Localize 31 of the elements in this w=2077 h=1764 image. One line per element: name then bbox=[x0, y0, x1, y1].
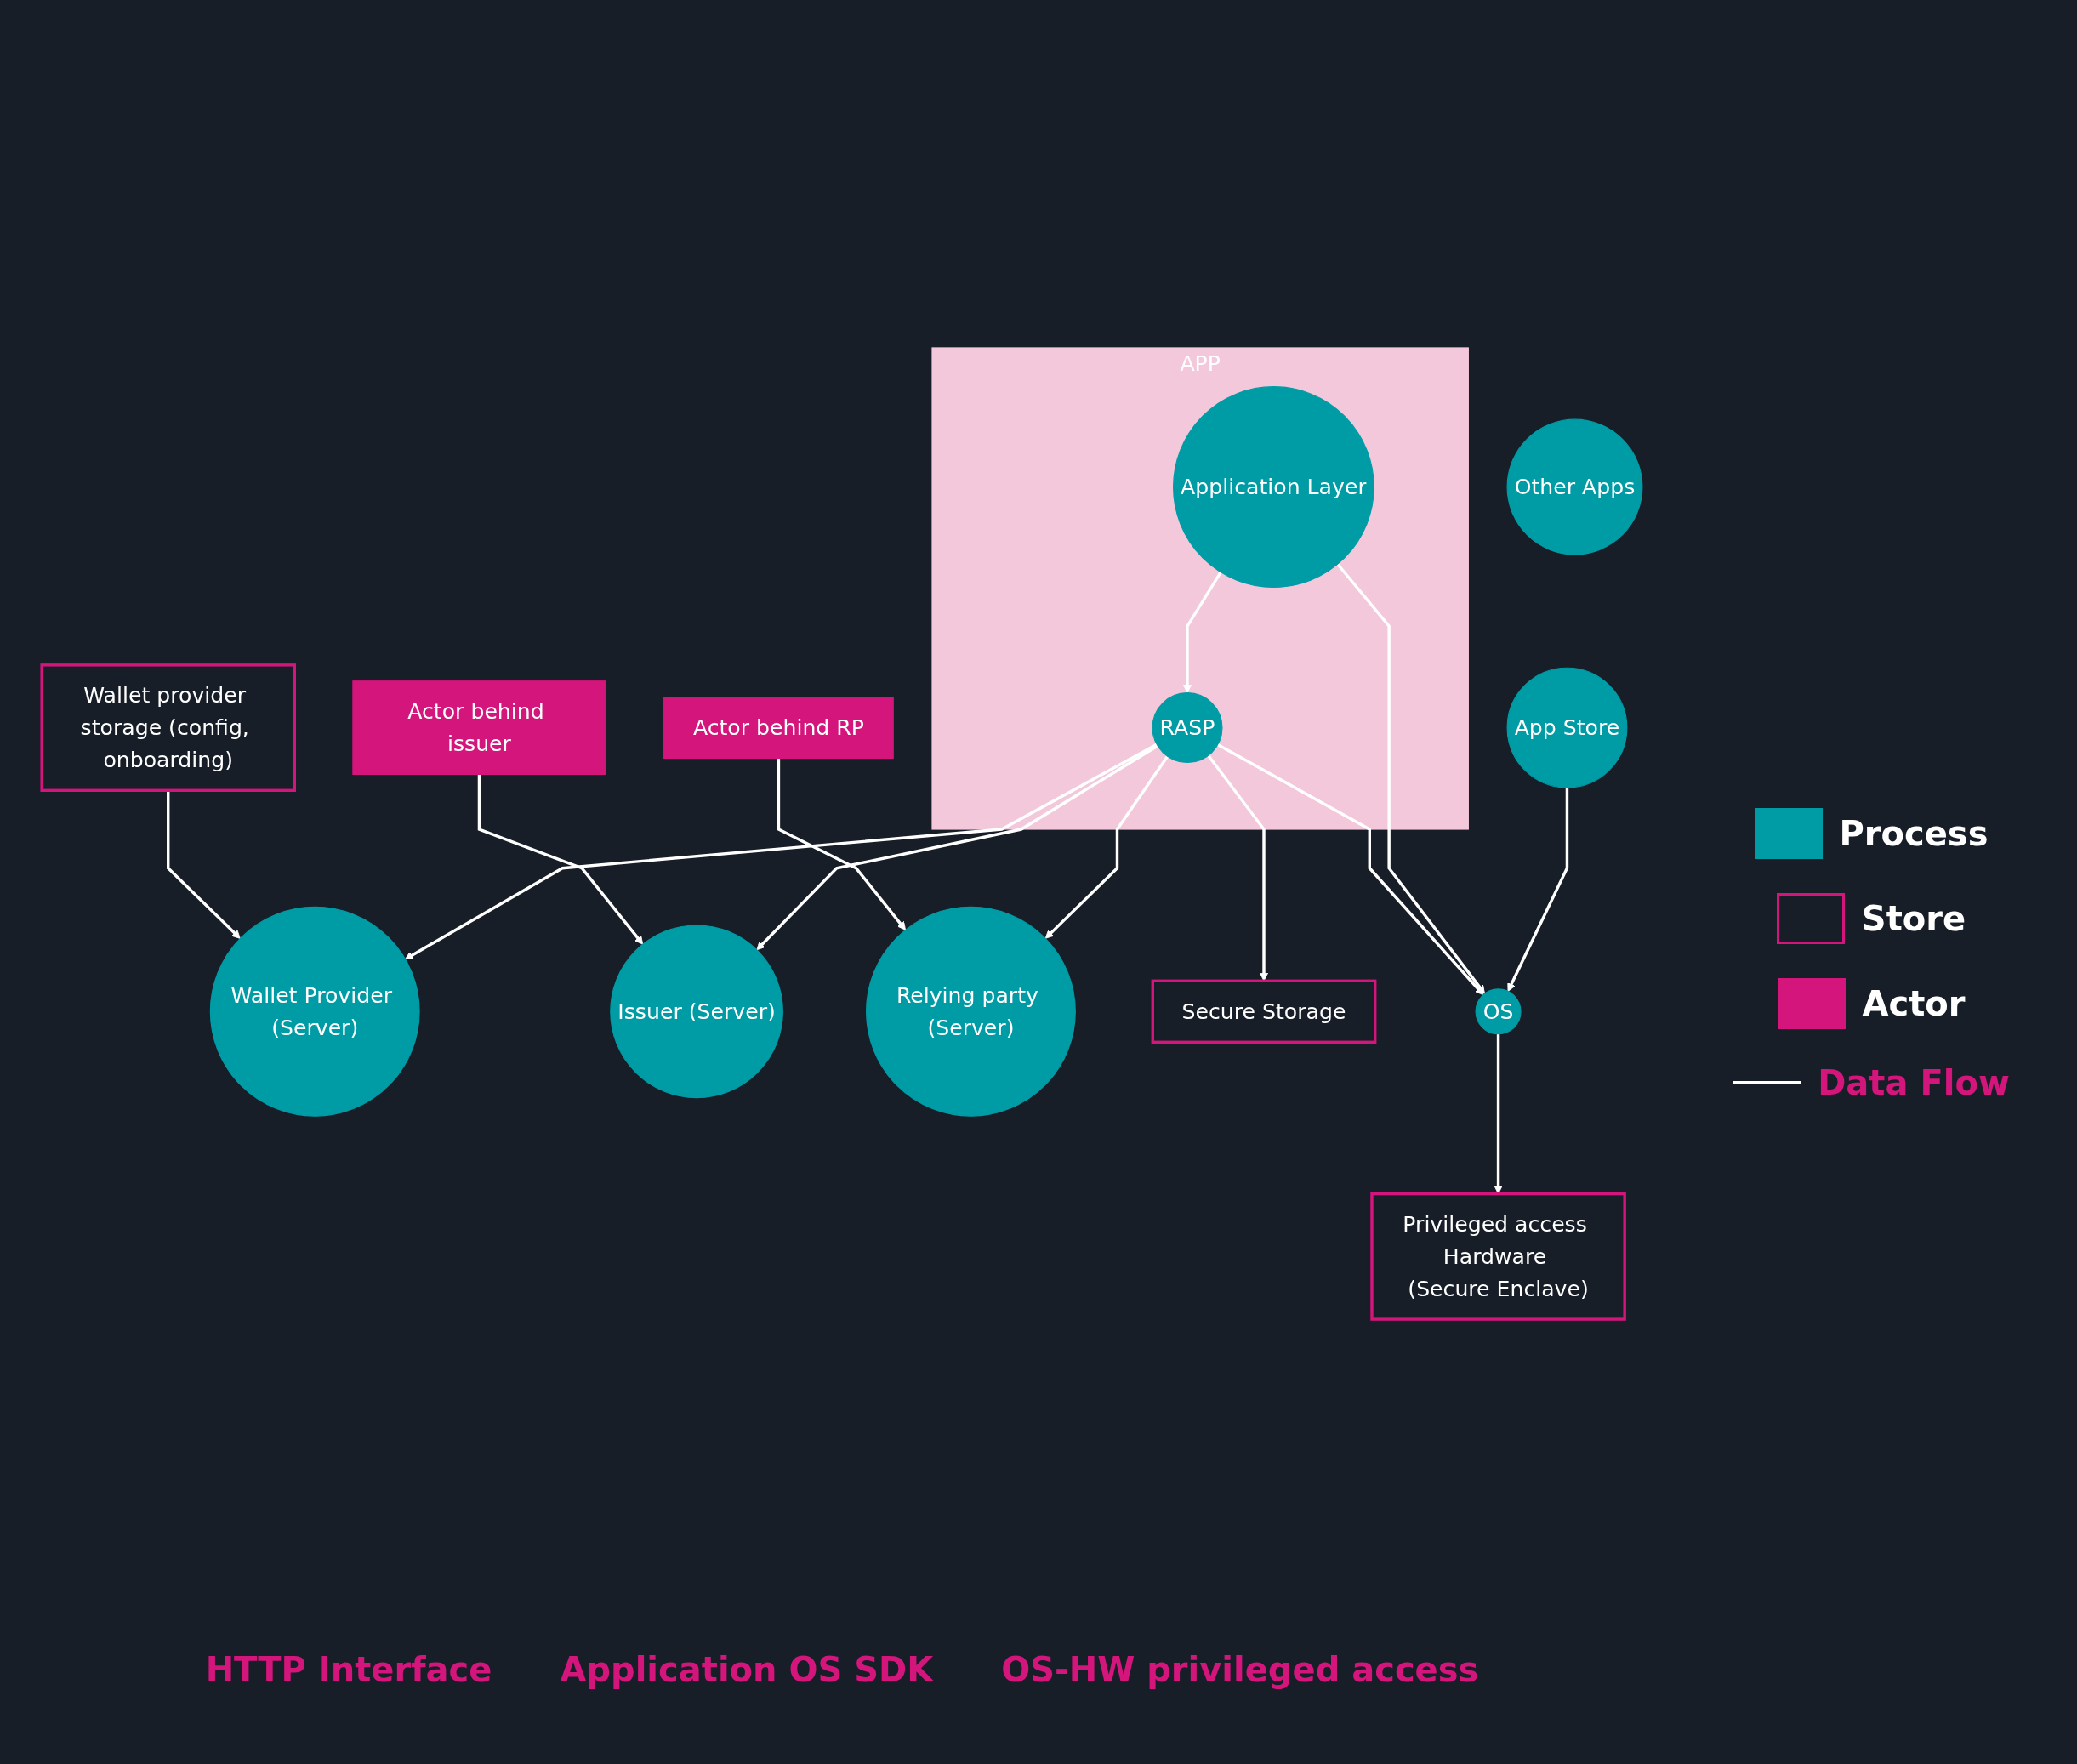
arrow bbox=[1507, 787, 1569, 992]
arrow bbox=[405, 743, 1158, 960]
arrow bbox=[777, 758, 907, 930]
legend-text: Actor bbox=[1862, 984, 1966, 1023]
arrow bbox=[756, 744, 1158, 951]
legend-text: Store bbox=[1861, 899, 1966, 938]
node-box: Wallet provider storage (config, onboarding) bbox=[40, 663, 297, 792]
arrow bbox=[167, 790, 241, 939]
arrow bbox=[1216, 743, 1484, 996]
interface-label: OS-HW privileged access bbox=[1001, 1650, 1479, 1689]
node-box: Secure Storage bbox=[1151, 979, 1377, 1044]
node-circle: Application Layer bbox=[1173, 386, 1374, 588]
legend-text: Data Flow bbox=[1818, 1063, 2010, 1102]
node-box: Actor behind RP bbox=[663, 697, 894, 760]
arrow bbox=[1182, 571, 1222, 694]
arrow bbox=[1207, 754, 1269, 982]
interface-label: Application OS SDK bbox=[560, 1650, 934, 1689]
node-box: Privileged access Hardware (Secure Enclave) bbox=[1370, 1192, 1626, 1321]
node-circle: Other Apps bbox=[1506, 418, 1643, 555]
node-box: Actor behind issuer bbox=[352, 680, 606, 775]
arrow bbox=[1044, 755, 1169, 939]
node-circle: Issuer (Server) bbox=[610, 925, 783, 1099]
arrow bbox=[1336, 563, 1485, 994]
legend-text: Process bbox=[1839, 814, 1989, 853]
node-circle: Wallet Provider (Server) bbox=[209, 906, 420, 1117]
node-circle: RASP bbox=[1152, 692, 1223, 764]
node-circle: App Store bbox=[1506, 667, 1628, 788]
arrow bbox=[477, 774, 644, 945]
node-circle: OS bbox=[1475, 988, 1522, 1035]
interface-label: HTTP Interface bbox=[205, 1650, 492, 1689]
node-circle: Relying party (Server) bbox=[866, 906, 1076, 1117]
